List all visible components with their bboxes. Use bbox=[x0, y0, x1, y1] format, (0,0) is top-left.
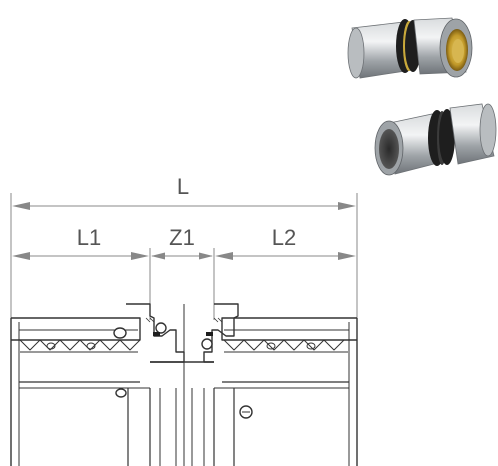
dimension-line-L1 bbox=[12, 252, 149, 260]
dimension-line-Z1 bbox=[151, 252, 213, 260]
reducer-coupling-photo-black-inner bbox=[374, 103, 497, 176]
dimension-label-Z1: Z1 bbox=[169, 225, 195, 250]
dimension-line-overall-L bbox=[12, 202, 356, 210]
dimension-line-L2 bbox=[215, 252, 356, 260]
dimension-label-L2: L2 bbox=[272, 225, 296, 250]
dimension-lines bbox=[10, 193, 358, 320]
coupling-cross-section-drawing bbox=[10, 303, 358, 466]
left-press-sleeve-upper bbox=[11, 317, 141, 341]
reducer-coupling-photo-brass-inner bbox=[347, 17, 473, 79]
right-press-sleeve-upper bbox=[221, 317, 357, 341]
dimension-label-L: L bbox=[177, 174, 189, 199]
dimension-label-L1: L1 bbox=[77, 225, 101, 250]
seal-rings bbox=[153, 332, 213, 336]
